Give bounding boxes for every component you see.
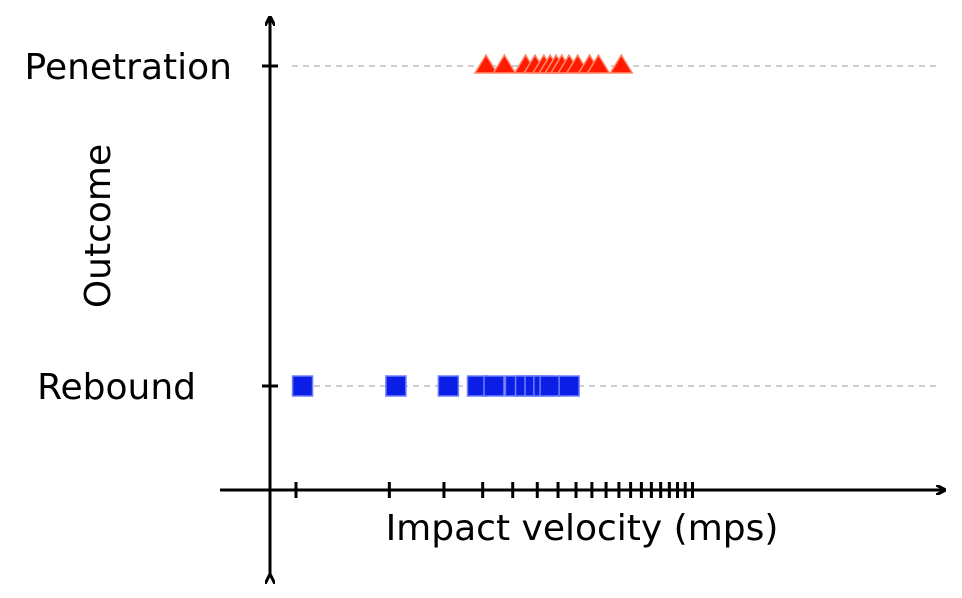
data-point-rebound xyxy=(483,375,505,397)
data-point-penetration xyxy=(492,53,517,74)
x-axis-ticks xyxy=(294,482,694,498)
x-axis-title: Impact velocity (mps) xyxy=(386,508,779,549)
data-point-penetration xyxy=(586,53,611,74)
data-point-rebound xyxy=(437,375,460,397)
data-point-penetration xyxy=(608,53,634,74)
data-point-penetration xyxy=(473,53,499,74)
y-tick-label-penetration: Penetration xyxy=(25,47,232,88)
data-point-rebound xyxy=(558,375,580,397)
y-axis-title: Outcome xyxy=(78,144,119,308)
data-point-rebound xyxy=(385,375,407,397)
y-tick-label-rebound: Rebound xyxy=(37,367,196,408)
data-points xyxy=(291,53,634,397)
y-axis-ticks xyxy=(262,64,278,388)
data-point-rebound xyxy=(291,375,314,397)
data-point-rebound xyxy=(539,375,561,397)
